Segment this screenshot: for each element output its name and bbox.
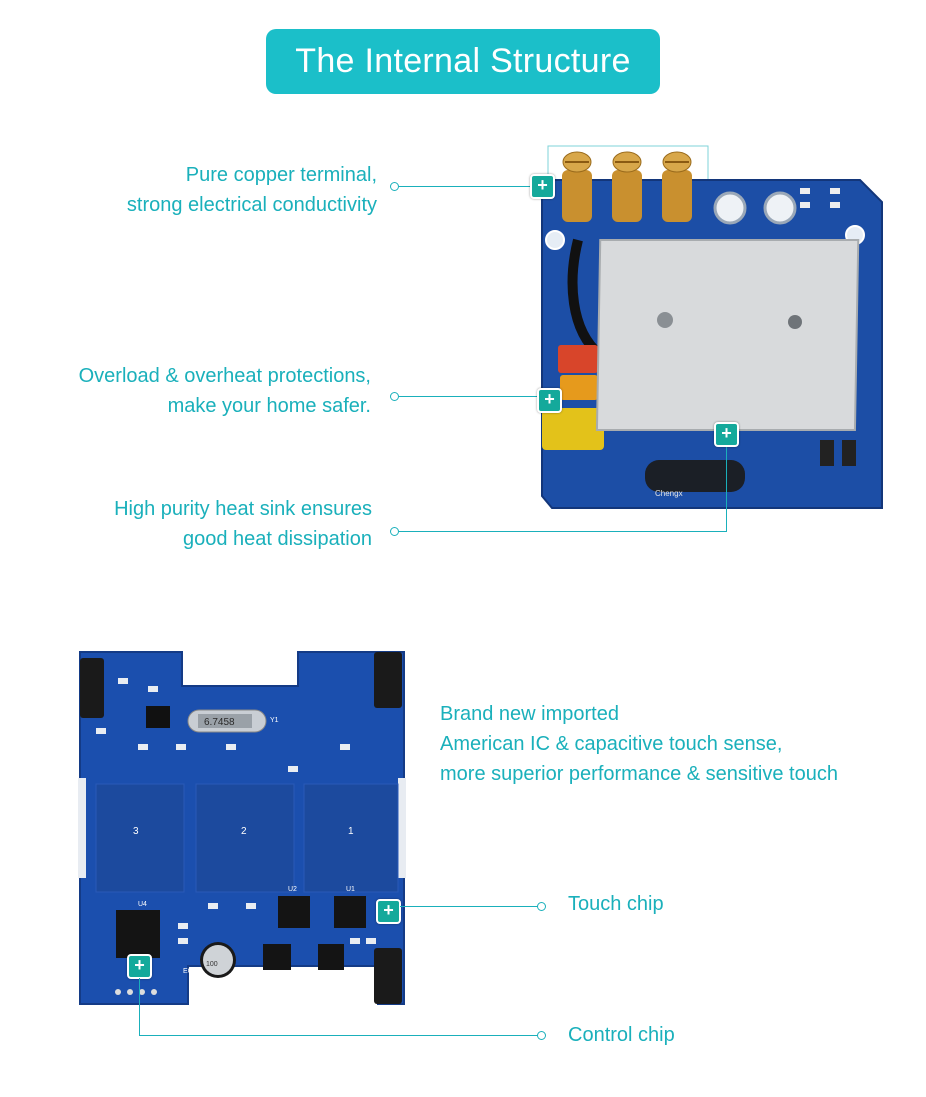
crystal-label: 6.7458 — [204, 717, 235, 728]
relay-board-image: Chengx — [541, 145, 883, 509]
plus-marker-icon: + — [537, 388, 562, 413]
ref-label: Y1 — [270, 717, 279, 724]
caption-line: American IC & capacitive touch sense, — [440, 733, 783, 755]
pad-label: 3 — [133, 826, 139, 837]
leader-dot — [390, 392, 399, 401]
leader-line — [399, 186, 534, 187]
leader-line — [139, 978, 140, 1035]
ref-label: U4 — [138, 901, 147, 908]
ref-label: U2 — [288, 886, 297, 893]
pad-label: 2 — [241, 826, 247, 837]
caption-line: High purity heat sink ensures — [114, 498, 372, 520]
protection-caption: Overload & overheat protections, make yo… — [20, 361, 371, 421]
page-title: The Internal Structure — [266, 29, 660, 94]
leader-line — [400, 906, 538, 907]
ic-caption: Brand new imported American IC & capacit… — [440, 699, 910, 789]
caption-line: Pure copper terminal, — [185, 164, 377, 186]
copper-terminals — [562, 151, 692, 222]
plus-marker-icon: + — [376, 899, 401, 924]
leader-line — [399, 396, 539, 397]
leader-dot — [390, 182, 399, 191]
caption-line: Brand new imported — [440, 703, 619, 725]
touch-chip-label: Touch chip — [568, 893, 664, 915]
caption-line: more superior performance & sensitive to… — [440, 763, 838, 785]
control-chip-label: Control chip — [568, 1024, 675, 1046]
heat-sink-caption: High purity heat sink ensures good heat … — [40, 494, 372, 554]
leader-line — [139, 1035, 538, 1036]
leader-dot — [537, 902, 546, 911]
leader-line — [726, 445, 727, 532]
touch-board-image: 3 2 1 6.7458 Y1 U2 U1 U4 100 EC1 — [78, 651, 406, 1005]
svg-text:Chengx: Chengx — [655, 489, 683, 498]
ref-label: EC1 — [183, 968, 197, 975]
plus-marker-icon: + — [714, 422, 739, 447]
leader-line — [399, 531, 727, 532]
heat-sink — [595, 239, 860, 431]
caption-line: make your home safer. — [167, 395, 371, 417]
copper-terminal-caption: Pure copper terminal, strong electrical … — [40, 160, 377, 220]
caption-line: strong electrical conductivity — [126, 194, 377, 216]
caption-line: good heat dissipation — [182, 528, 372, 550]
leader-dot — [537, 1031, 546, 1040]
ref-label: U1 — [346, 886, 355, 893]
svg-text:100: 100 — [206, 961, 218, 968]
plus-marker-icon: + — [530, 174, 555, 199]
leader-dot — [390, 527, 399, 536]
pad-label: 1 — [348, 826, 354, 837]
caption-line: Overload & overheat protections, — [78, 365, 371, 387]
plus-marker-icon: + — [127, 954, 152, 979]
